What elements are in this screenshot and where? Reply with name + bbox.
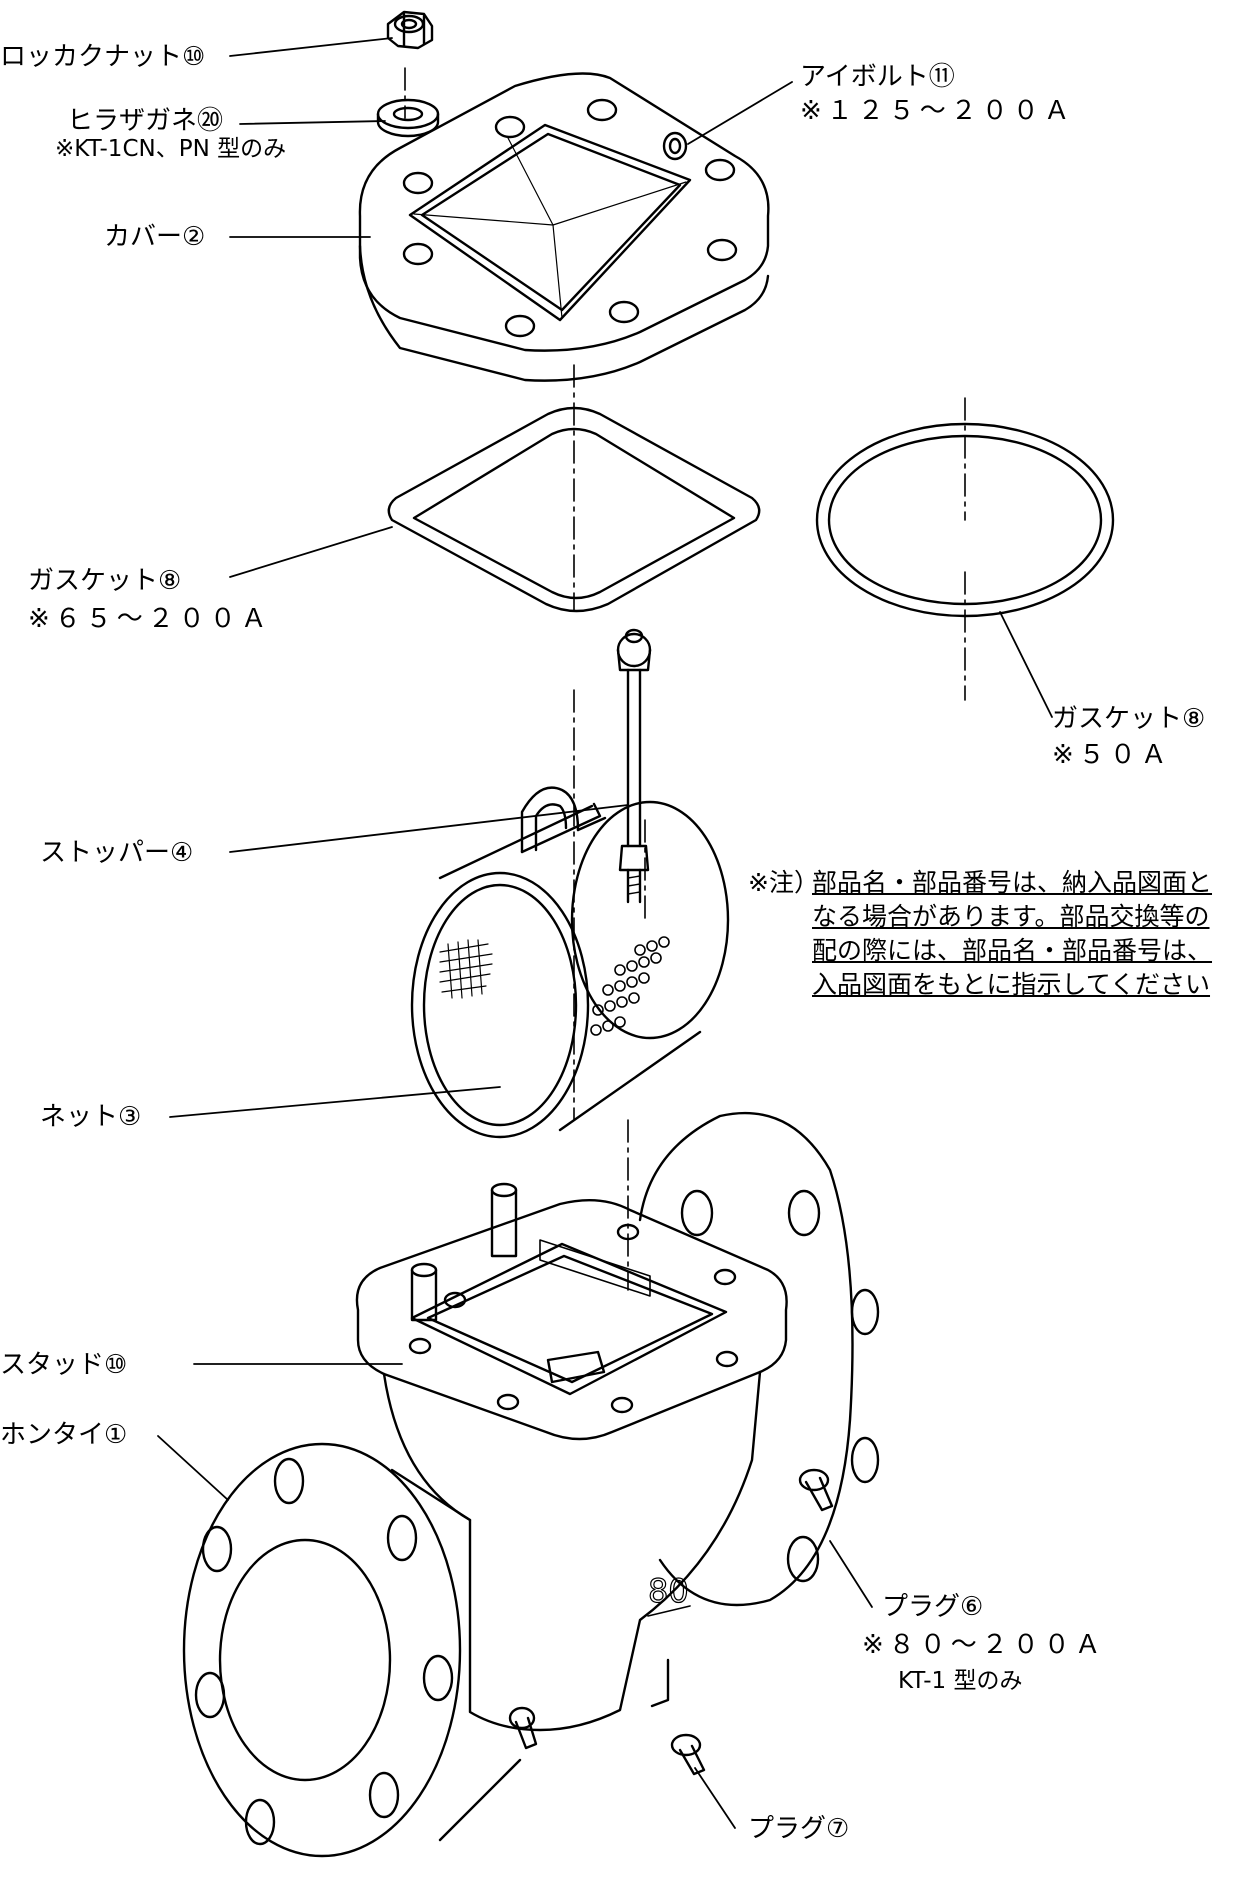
label-hex-nut: ロッカクナット⑩ — [0, 42, 206, 72]
label-net: ネット③ — [40, 1102, 142, 1132]
label-eye-bolt-note: ※１２５～２００Ａ — [800, 96, 1075, 126]
label-plug6: プラグ⑥ — [882, 1592, 984, 1622]
net-drawing — [410, 786, 730, 1139]
label-body: ホンタイ① — [0, 1420, 128, 1450]
note-line-1: 部品名・部品番号は、納入品図面と — [812, 868, 1213, 897]
center-lines — [404, 67, 966, 1291]
label-gasket-round-note: ※５０Ａ — [1052, 740, 1172, 770]
label-cover: カバー② — [104, 222, 206, 252]
body-drawing: 80 — [182, 1111, 880, 1858]
label-plug6-note: ※８０～２００Ａ — [862, 1630, 1106, 1660]
label-stopper: ストッパー④ — [40, 838, 194, 868]
note-line-4: 入品図面をもとに指示してください — [812, 970, 1211, 999]
note-line-3: 配の際には、部品名・部品番号は、 — [812, 936, 1213, 965]
square-gasket-drawing — [387, 406, 761, 613]
label-plug7: プラグ⑦ — [748, 1814, 850, 1844]
note-head: ※注） — [748, 868, 819, 897]
label-flat-washer-note: ※KT-1CN、PN 型のみ — [55, 136, 287, 162]
label-gasket-square: ガスケット⑧ — [28, 566, 182, 596]
label-eye-bolt: アイボルト⑪ — [800, 62, 955, 92]
hex-nut-drawing — [386, 10, 434, 50]
label-gasket-square-note: ※６５～２００Ａ — [28, 604, 272, 634]
parts-note: ※注） 部品名・部品番号は、納入品図面と なる場合があります。部品交換等の 配の… — [748, 866, 1241, 1002]
stopper-drawing — [616, 628, 652, 904]
body-marking-text: 80 — [648, 1572, 689, 1610]
round-gasket-drawing — [815, 422, 1115, 618]
label-stud: スタッド⑩ — [0, 1350, 128, 1380]
flat-washer-drawing — [376, 98, 440, 138]
cover-drawing — [358, 72, 770, 382]
label-flat-washer: ヒラザガネ⑳ — [67, 106, 224, 136]
label-plug6-note2: KT-1 型のみ — [898, 1668, 1023, 1694]
label-gasket-round: ガスケット⑧ — [1052, 704, 1206, 734]
note-line-2: なる場合があります。部品交換等の — [812, 902, 1210, 931]
